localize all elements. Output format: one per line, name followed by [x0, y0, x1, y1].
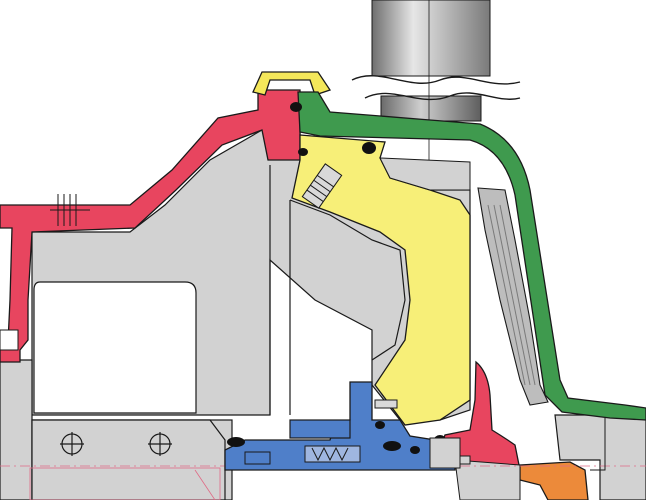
seal-ring	[429, 437, 471, 469]
impeller-back	[454, 459, 521, 500]
vent-plug	[301, 163, 343, 209]
impeller-hub	[519, 461, 589, 500]
casing-bolt-marks	[50, 194, 90, 226]
impeller-vanes	[487, 204, 536, 386]
casing-cover	[297, 91, 646, 421]
seal-chamber-pocket	[379, 157, 471, 191]
casing-step	[590, 418, 606, 471]
drain-slot	[0, 329, 19, 351]
inspection-window	[33, 281, 197, 414]
bolt-heads	[60, 432, 172, 456]
